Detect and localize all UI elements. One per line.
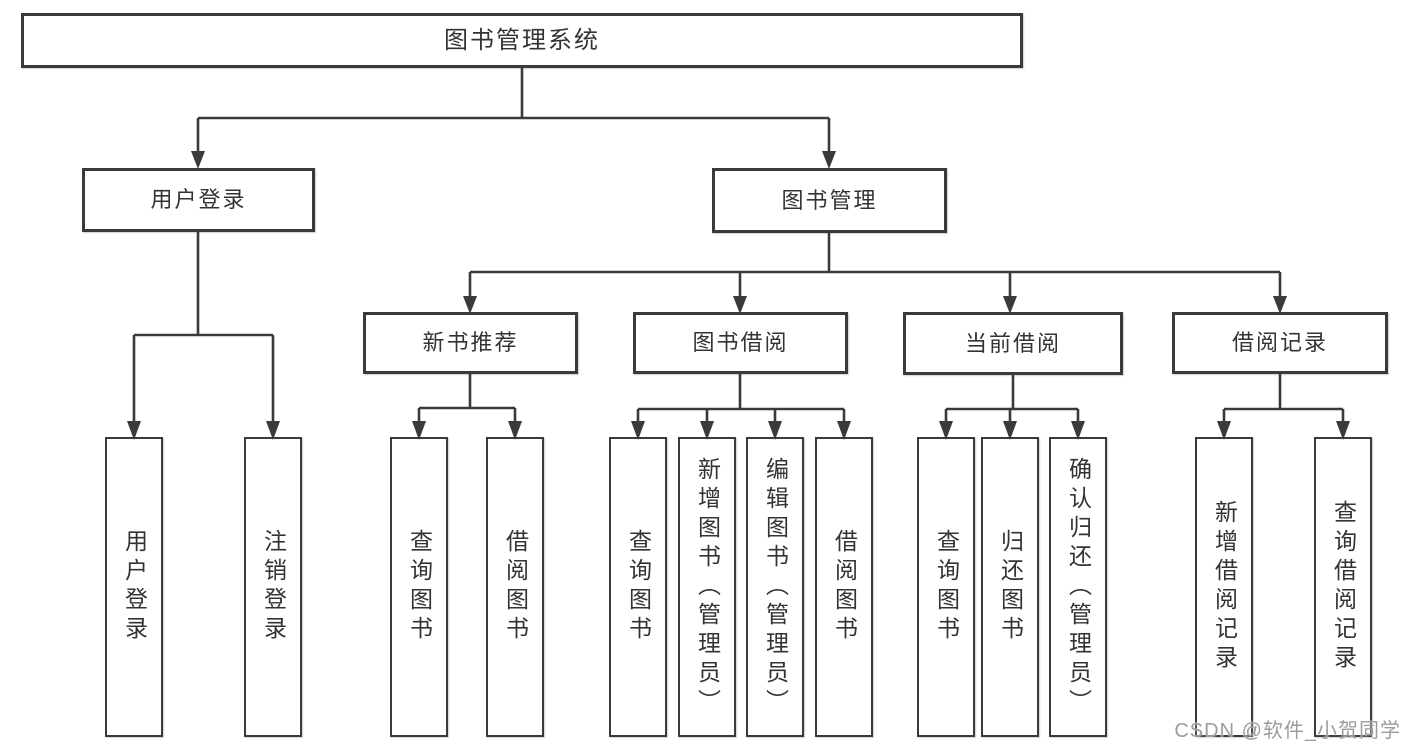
node-current-borrowing-label: 当前借阅 — [964, 330, 1061, 356]
node-book-management-label: 图书管理 — [781, 187, 878, 213]
leaf-logout: 注销登录 — [244, 437, 302, 737]
leaf-confirm-return-admin-label: 确认归还（管理员） — [1065, 456, 1092, 718]
node-new-book-recommendation: 新书推荐 — [363, 312, 578, 374]
leaf-query-borrow-record: 查询借阅记录 — [1314, 437, 1372, 737]
leaf-query-books-borrow: 查询图书 — [609, 437, 667, 737]
leaf-add-borrow-record: 新增借阅记录 — [1195, 437, 1253, 737]
leaf-query-books-borrow-label: 查询图书 — [625, 529, 652, 645]
leaf-edit-book-admin: 编辑图书（管理员） — [746, 437, 804, 737]
leaf-query-books-recommend-label: 查询图书 — [406, 529, 433, 645]
leaf-user-login: 用户登录 — [105, 437, 163, 737]
leaf-borrow-books: 借阅图书 — [815, 437, 873, 737]
node-user-login: 用户登录 — [82, 168, 315, 232]
node-library-management-system: 图书管理系统 — [21, 13, 1023, 68]
csdn-watermark: CSDN @软件_小贺同学 — [1174, 720, 1401, 742]
leaf-borrow-books-recommend-label: 借阅图书 — [502, 529, 529, 645]
leaf-return-books-label: 归还图书 — [997, 529, 1024, 645]
node-library-management-system-label: 图书管理系统 — [444, 26, 600, 54]
leaf-borrow-books-recommend: 借阅图书 — [486, 437, 544, 737]
node-book-borrowing: 图书借阅 — [633, 312, 848, 374]
leaf-confirm-return-admin: 确认归还（管理员） — [1049, 437, 1107, 737]
leaf-add-book-admin-label: 新增图书（管理员） — [694, 456, 721, 718]
leaf-query-books-current: 查询图书 — [917, 437, 975, 737]
leaf-add-borrow-record-label: 新增借阅记录 — [1211, 500, 1238, 674]
leaf-query-books-recommend: 查询图书 — [390, 437, 448, 737]
leaf-edit-book-admin-label: 编辑图书（管理员） — [762, 456, 789, 718]
node-book-borrowing-label: 图书借阅 — [692, 330, 789, 355]
leaf-return-books: 归还图书 — [981, 437, 1039, 737]
node-new-book-recommendation-label: 新书推荐 — [422, 330, 519, 355]
leaf-query-borrow-record-label: 查询借阅记录 — [1330, 500, 1357, 674]
node-current-borrowing: 当前借阅 — [903, 312, 1123, 375]
leaf-add-book-admin: 新增图书（管理员） — [678, 437, 736, 737]
node-borrowing-records-label: 借阅记录 — [1231, 330, 1328, 355]
leaf-query-books-current-label: 查询图书 — [933, 529, 960, 645]
leaf-user-login-label: 用户登录 — [121, 529, 148, 645]
node-book-management: 图书管理 — [712, 168, 947, 233]
leaf-borrow-books-label: 借阅图书 — [831, 529, 858, 645]
leaf-logout-label: 注销登录 — [260, 529, 287, 645]
node-user-login-label: 用户登录 — [150, 187, 247, 212]
node-borrowing-records: 借阅记录 — [1172, 312, 1388, 374]
